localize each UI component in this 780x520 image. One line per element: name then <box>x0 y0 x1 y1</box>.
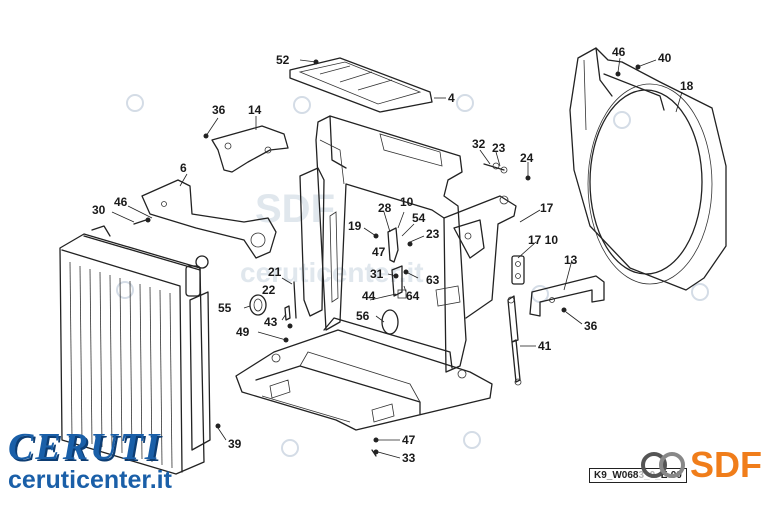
callout-17-10: 17 10 <box>528 233 558 247</box>
ceruti-brand: CERUTI ceruticenter.it <box>8 428 172 494</box>
callout-41: 41 <box>538 339 552 353</box>
drawing-code: K9_W068 <box>594 470 639 481</box>
ceruti-logo: CERUTI <box>8 426 162 468</box>
callout-44: 44 <box>362 289 376 303</box>
callout-10: 10 <box>400 195 414 209</box>
sdf-gear-icon <box>641 452 685 478</box>
grommet-56 <box>381 309 399 335</box>
top-cover-plate <box>289 57 433 113</box>
gas-strut-41 <box>507 295 522 386</box>
callout-63: 63 <box>426 273 440 287</box>
fastener-dots <box>145 59 641 455</box>
watermark-sdf: SDF <box>255 187 335 231</box>
seal-ring-55 <box>249 294 267 316</box>
bolt-22 <box>284 305 291 321</box>
bracket-14 <box>211 125 289 173</box>
callout-47: 47 <box>402 433 416 447</box>
callout-56: 56 <box>356 309 370 323</box>
callout-17: 17 <box>540 201 554 215</box>
small-components <box>133 162 508 457</box>
ceruti-url: ceruticenter.it <box>8 466 172 494</box>
callout-54: 54 <box>412 211 426 225</box>
callout-49: 49 <box>236 325 250 339</box>
callout-55: 55 <box>218 301 232 315</box>
callout-46: 46 <box>612 45 626 59</box>
bolt-30 <box>133 219 147 225</box>
radiator-core <box>59 225 211 475</box>
callout-43: 43 <box>264 315 278 329</box>
callout-13: 13 <box>564 253 578 267</box>
bolt-32 <box>483 163 505 171</box>
callout-36: 36 <box>584 319 598 333</box>
callout-19: 19 <box>348 219 362 233</box>
rod-21 <box>293 281 297 319</box>
callout-6: 6 <box>180 161 187 175</box>
callout-52: 52 <box>276 53 290 67</box>
callout-40: 40 <box>658 51 672 65</box>
callout-33: 33 <box>402 451 416 465</box>
base-tray <box>235 317 493 431</box>
callout-23: 23 <box>492 141 506 155</box>
callout-4: 4 <box>448 91 455 105</box>
link-28 <box>387 227 399 263</box>
watermark-gear-icon <box>116 94 709 457</box>
callout-31: 31 <box>370 267 384 281</box>
callout-23: 23 <box>426 227 440 241</box>
sdf-logo: SDF <box>640 444 762 486</box>
callout-28: 28 <box>378 201 392 215</box>
callout-14: 14 <box>248 103 262 117</box>
bracket-31 <box>391 265 403 297</box>
callout-24: 24 <box>520 151 534 165</box>
bracket-17 <box>511 255 525 285</box>
callout-18: 18 <box>680 79 694 93</box>
callout-30: 30 <box>92 203 106 217</box>
callout-39: 39 <box>228 437 242 451</box>
fan-shroud <box>569 47 727 291</box>
radiator-support-frame <box>299 115 517 373</box>
callout-47: 47 <box>372 245 386 259</box>
callout-21: 21 <box>268 265 282 279</box>
callout-46: 46 <box>114 195 128 209</box>
leader-lines <box>111 57 683 459</box>
sdf-text: SDF <box>690 444 762 485</box>
bracket-6 <box>141 179 277 259</box>
callout-32: 32 <box>472 137 486 151</box>
bracket-13 <box>529 275 605 317</box>
callout-36: 36 <box>212 103 226 117</box>
clip-44 <box>397 289 407 299</box>
callout-64: 64 <box>406 289 420 303</box>
callout-labels: 52 4 36 14 6 46 30 46 40 18 32 23 24 28 … <box>92 45 694 465</box>
callout-22: 22 <box>262 283 276 297</box>
